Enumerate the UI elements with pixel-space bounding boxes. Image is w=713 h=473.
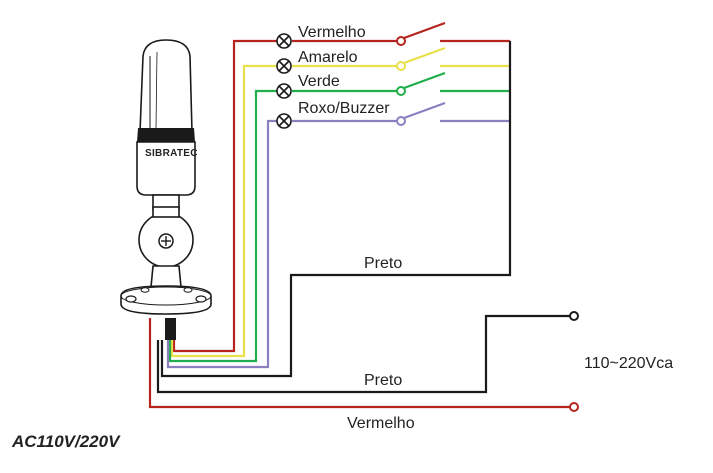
supply-voltage-label: 110~220Vca	[584, 355, 673, 372]
mount-hole-icon	[195, 295, 207, 303]
terminal-phase	[569, 402, 579, 412]
tower-stem	[150, 265, 182, 288]
switch-purple	[396, 101, 446, 126]
mount-hole-icon	[183, 287, 193, 293]
channel-label-yellow: Amarelo	[298, 49, 358, 66]
wire-label-phase: Vermelho	[347, 415, 415, 432]
wire-yellow-channel	[170, 64, 277, 358]
wire-red-phase	[148, 318, 570, 409]
wire-red-channel	[172, 39, 277, 353]
wire-label-neutral: Preto	[364, 372, 402, 389]
wire-purple-channel	[166, 119, 277, 369]
wires	[148, 39, 570, 409]
switch-red	[396, 21, 446, 46]
channel-label-red: Vermelho	[298, 24, 366, 41]
mount-hole-icon	[140, 287, 150, 293]
switches	[396, 21, 446, 126]
terminal-neutral	[569, 311, 579, 321]
tower-lens	[139, 39, 193, 133]
lamp-icon	[276, 83, 292, 99]
signal-tower-device: SIBRATEC	[120, 39, 212, 340]
cable-gland	[165, 318, 176, 340]
caption-label: AC110V/220V	[11, 432, 121, 451]
wire-black-neutral	[156, 314, 570, 394]
channel-label-purple: Roxo/Buzzer	[298, 100, 390, 117]
wire-black-common	[160, 41, 512, 378]
lamps	[276, 33, 292, 129]
switch-green	[396, 71, 446, 96]
brand-label: SIBRATEC	[145, 148, 198, 159]
tower-band	[137, 128, 195, 142]
tower-body	[136, 141, 196, 196]
wire-green-channel	[168, 89, 277, 363]
channel-label-green: Verde	[298, 73, 340, 90]
lamp-icon	[276, 113, 292, 129]
switch-yellow	[396, 46, 446, 71]
mount-hole-icon	[125, 295, 137, 303]
tower-flange	[120, 285, 212, 315]
lamp-icon	[276, 33, 292, 49]
lamp-icon	[276, 58, 292, 74]
wire-label-common: Preto	[364, 255, 402, 272]
